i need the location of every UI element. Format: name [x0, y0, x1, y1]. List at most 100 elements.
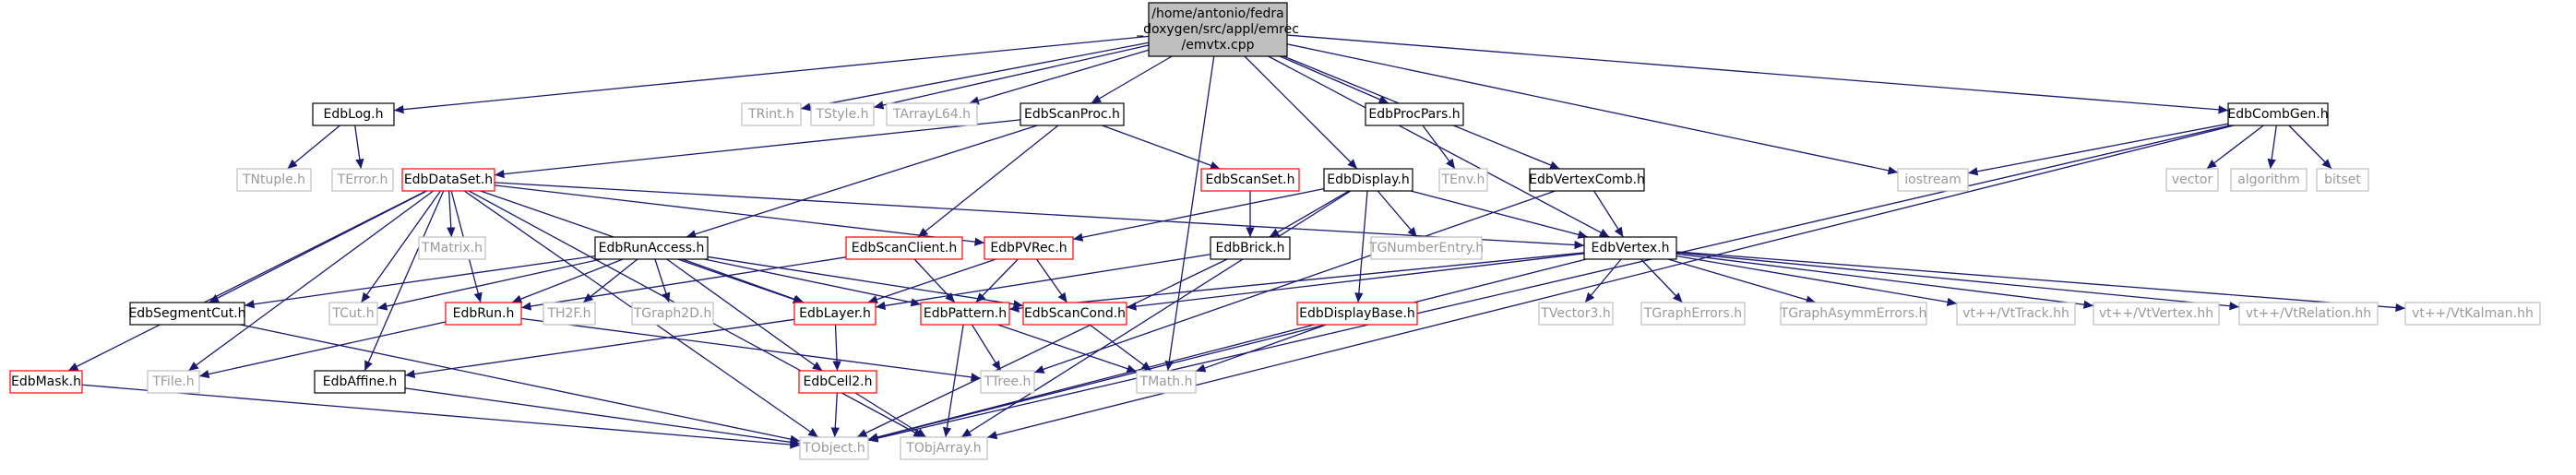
node-box: [331, 168, 394, 192]
node-label: TStyle.h: [815, 107, 868, 122]
node-label: iostream: [1904, 172, 1962, 187]
node-TGraph2D[interactable]: TGraph2D.h: [631, 302, 714, 326]
edge-EdbLog-to-TError: [354, 125, 364, 170]
node-TRint[interactable]: TRint.h: [741, 102, 802, 126]
node-box: [236, 168, 312, 192]
node-label: TGraph2D.h: [633, 306, 712, 321]
node-TGraphErrors[interactable]: TGraphErrors.h: [1640, 302, 1746, 326]
node-label: vt++/VtRelation.hh: [2246, 306, 2371, 321]
node-box: [793, 302, 877, 326]
edge-EdbCombGen-to-iostream: [1967, 123, 2229, 176]
node-box: [1136, 370, 1197, 394]
node-EdbDisplay[interactable]: EdbDisplay.h: [1323, 168, 1413, 192]
node-TGNumberEntry[interactable]: TGNumberEntry.h: [1368, 236, 1484, 260]
node-TH2F[interactable]: TH2F.h: [543, 302, 596, 326]
edge-EdbRunAccess-to-EdbScanCond: [707, 255, 1024, 309]
node-label: TMatrix.h: [421, 241, 483, 255]
node-root[interactable]: /home/antonio/fedra_doxygen/src/appl/emr…: [1136, 2, 1299, 57]
node-EdbScanClient[interactable]: EdbScanClient.h: [845, 236, 963, 260]
node-VtTrack[interactable]: vt++/VtTrack.hh: [1956, 302, 2076, 326]
edge-EdbPattern-to-TTree: [971, 324, 1002, 372]
node-EdbCombGen[interactable]: EdbCombGen.h: [2227, 102, 2329, 126]
node-TVector3[interactable]: TVector3.h: [1538, 302, 1614, 326]
node-EdbPVRec[interactable]: EdbPVRec.h: [984, 236, 1074, 260]
node-TObject[interactable]: TObject.h: [799, 436, 869, 460]
node-EdbLog[interactable]: EdbLog.h: [312, 102, 395, 126]
node-EdbAffine[interactable]: EdbAffine.h: [314, 370, 406, 394]
node-label: TH2F.h: [546, 306, 590, 321]
node-TMatrix[interactable]: TMatrix.h: [418, 236, 486, 260]
node-EdbVertexComb[interactable]: EdbVertexComb.h: [1529, 168, 1645, 192]
node-EdbSegmentCut[interactable]: EdbSegmentCut.h: [128, 302, 246, 326]
node-VtKalman[interactable]: vt++/VtKalman.hh: [2404, 302, 2541, 326]
node-EdbProcPars[interactable]: EdbProcPars.h: [1365, 102, 1464, 126]
edge-root-to-TRint: [800, 42, 1150, 112]
edge-EdbMask-to-TObject: [81, 384, 801, 449]
edge-EdbPattern-to-TObjArray: [942, 324, 964, 438]
edge-EdbLayer-to-EdbAffine: [404, 318, 795, 379]
node-box: [2316, 168, 2369, 192]
node-TCut[interactable]: TCut.h: [328, 302, 378, 326]
node-EdbLayer[interactable]: EdbLayer.h: [793, 302, 877, 326]
node-vector[interactable]: vector: [2165, 168, 2219, 192]
node-EdbBrick[interactable]: EdbBrick.h: [1210, 236, 1291, 260]
edge-EdbCombGen-to-bitset: [2288, 125, 2332, 170]
node-label: EdbVertex.h: [1592, 241, 1670, 255]
node-EdbDisplayBase[interactable]: EdbDisplayBase.h: [1296, 302, 1418, 326]
node-TGraphAsymmErrors[interactable]: TGraphAsymmErrors.h: [1780, 302, 1927, 326]
node-EdbMask[interactable]: EdbMask.h: [9, 370, 83, 394]
edge-EdbVertexComb-to-EdbVertex: [1593, 190, 1624, 238]
node-label: TTree.h: [984, 374, 1032, 389]
node-TError[interactable]: TError.h: [331, 168, 394, 192]
node-box: [886, 102, 978, 126]
edge-EdbPattern-to-TMath: [997, 324, 1138, 374]
node-label: vt++/VtVertex.hh: [2099, 306, 2213, 321]
node-box: [798, 370, 877, 394]
edge-EdbBrick-to-EdbLayer: [875, 254, 1211, 311]
node-EdbScanProc[interactable]: EdbScanProc.h: [1020, 102, 1125, 126]
node-EdbPattern[interactable]: EdbPattern.h: [920, 302, 1010, 326]
edge-EdbPVRec-to-EdbScanCond: [1035, 258, 1068, 303]
node-algorithm[interactable]: algorithm: [2230, 168, 2308, 192]
edge-root-to-EdbDisplay: [1244, 55, 1358, 170]
node-TTree[interactable]: TTree.h: [980, 370, 1035, 394]
edge-EdbVertex-to-VtKalman: [1676, 251, 2406, 313]
node-EdbCell2[interactable]: EdbCell2.h: [798, 370, 877, 394]
node-VtRelation[interactable]: vt++/VtRelation.hh: [2238, 302, 2379, 326]
edges-layer: [67, 34, 2406, 449]
node-label: TEnv.h: [1441, 172, 1485, 187]
node-box: [1897, 168, 1969, 192]
node-bitset[interactable]: bitset: [2316, 168, 2369, 192]
node-EdbVertex[interactable]: EdbVertex.h: [1583, 236, 1677, 260]
node-label: EdbRunAccess.h: [599, 241, 705, 255]
node-TStyle[interactable]: TStyle.h: [810, 102, 875, 126]
node-EdbDataSet[interactable]: EdbDataSet.h: [401, 168, 495, 192]
node-TNtuple[interactable]: TNtuple.h: [236, 168, 312, 192]
node-EdbRunAccess[interactable]: EdbRunAccess.h: [594, 236, 709, 260]
node-label: /emvtx.cpp: [1182, 38, 1255, 53]
node-TObjArray[interactable]: TObjArray.h: [900, 436, 988, 460]
node-label: EdbAffine.h: [323, 374, 398, 389]
node-EdbRun[interactable]: EdbRun.h: [445, 302, 522, 326]
node-label: EdbSegmentCut.h: [128, 306, 245, 321]
node-label: EdbScanClient.h: [852, 241, 958, 255]
node-EdbScanSet[interactable]: EdbScanSet.h: [1200, 168, 1300, 192]
node-TArrayL64[interactable]: TArrayL64.h: [886, 102, 978, 126]
node-TMath[interactable]: TMath.h: [1136, 370, 1197, 394]
edge-EdbDisplay-to-EdbBrick: [1269, 190, 1350, 238]
edge-EdbLog-to-TNtuple: [287, 125, 340, 170]
node-box: [1210, 236, 1291, 260]
node-box: [445, 302, 522, 326]
node-iostream[interactable]: iostream: [1897, 168, 1969, 192]
node-EdbScanCond[interactable]: EdbScanCond.h: [1022, 302, 1127, 326]
node-VtVertex[interactable]: vt++/VtVertex.hh: [2093, 302, 2220, 326]
node-TEnv[interactable]: TEnv.h: [1438, 168, 1488, 192]
edge-EdbVertex-to-TGraphAsymmErrors: [1667, 258, 1817, 304]
edge-EdbDisplay-to-EdbDisplayBase: [1354, 190, 1368, 303]
node-box: [2404, 302, 2541, 326]
edge-EdbSegmentCut-to-TObject: [240, 324, 801, 444]
node-TFile[interactable]: TFile.h: [147, 370, 200, 394]
edge-EdbVertex-to-VtVertex: [1676, 253, 2094, 309]
node-label: TRint.h: [747, 107, 794, 122]
